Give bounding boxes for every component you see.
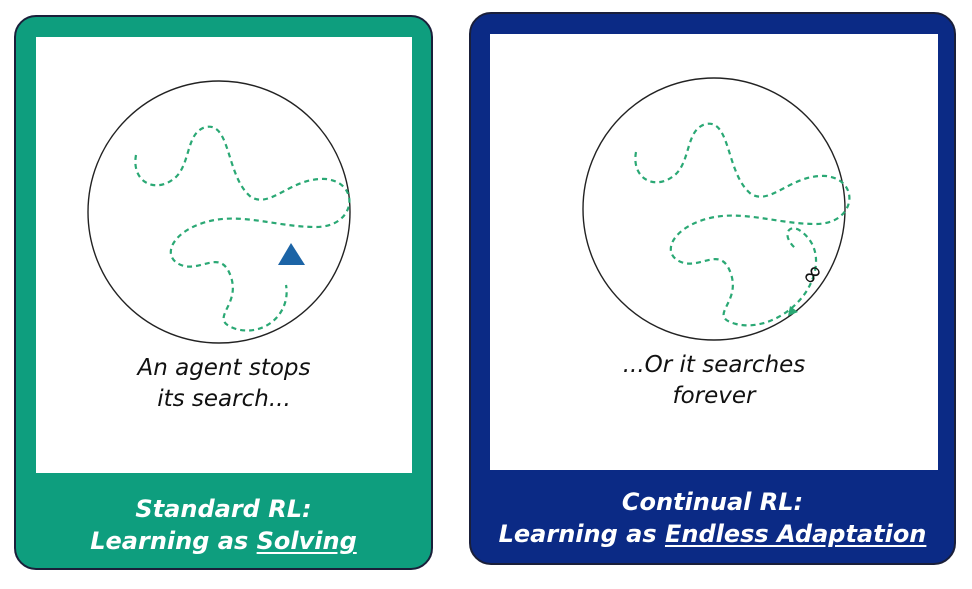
caption-line-2: forever <box>672 383 756 409</box>
footer-title: Standard RL: <box>135 495 312 523</box>
footer-title: Continual RL: <box>621 488 804 516</box>
standard-rl-diagram: An agent stops its search... <box>36 37 412 473</box>
continual-rl-caption: ...Or it searches forever <box>490 350 938 412</box>
search-space-circle <box>582 77 846 341</box>
footer-prefix: Learning as <box>90 527 257 555</box>
caption-line-2: its search... <box>157 386 291 412</box>
continual-rl-diagram: ∞ ...Or it searches forever <box>490 34 938 470</box>
caption-line-1: An agent stops <box>137 355 311 381</box>
footer-prefix: Learning as <box>498 520 665 548</box>
footer-subtitle: Learning as Endless Adaptation <box>471 518 954 550</box>
search-space-circle <box>87 80 351 344</box>
triangle-agent-icon <box>278 243 305 265</box>
search-path <box>634 122 851 327</box>
infinity-icon: ∞ <box>794 257 831 293</box>
caption-line-1: ...Or it searches <box>622 352 806 378</box>
footer-emphasis: Solving <box>256 527 357 555</box>
footer-emphasis: Endless Adaptation <box>664 520 927 548</box>
continual-rl-label: Continual RL: Learning as Endless Adapta… <box>471 486 954 550</box>
search-path <box>134 125 351 332</box>
standard-rl-caption: An agent stops its search... <box>36 353 412 415</box>
continual-rl-figure: ∞ <box>582 77 851 341</box>
standard-rl-card: An agent stops its search... Standard RL… <box>14 15 433 570</box>
continual-rl-card: ∞ ...Or it searches forever Continual RL… <box>469 12 956 565</box>
path-arrowhead <box>788 306 798 316</box>
standard-rl-figure <box>87 80 351 344</box>
standard-rl-label: Standard RL: Learning as Solving <box>16 493 431 557</box>
footer-subtitle: Learning as Solving <box>16 525 431 557</box>
